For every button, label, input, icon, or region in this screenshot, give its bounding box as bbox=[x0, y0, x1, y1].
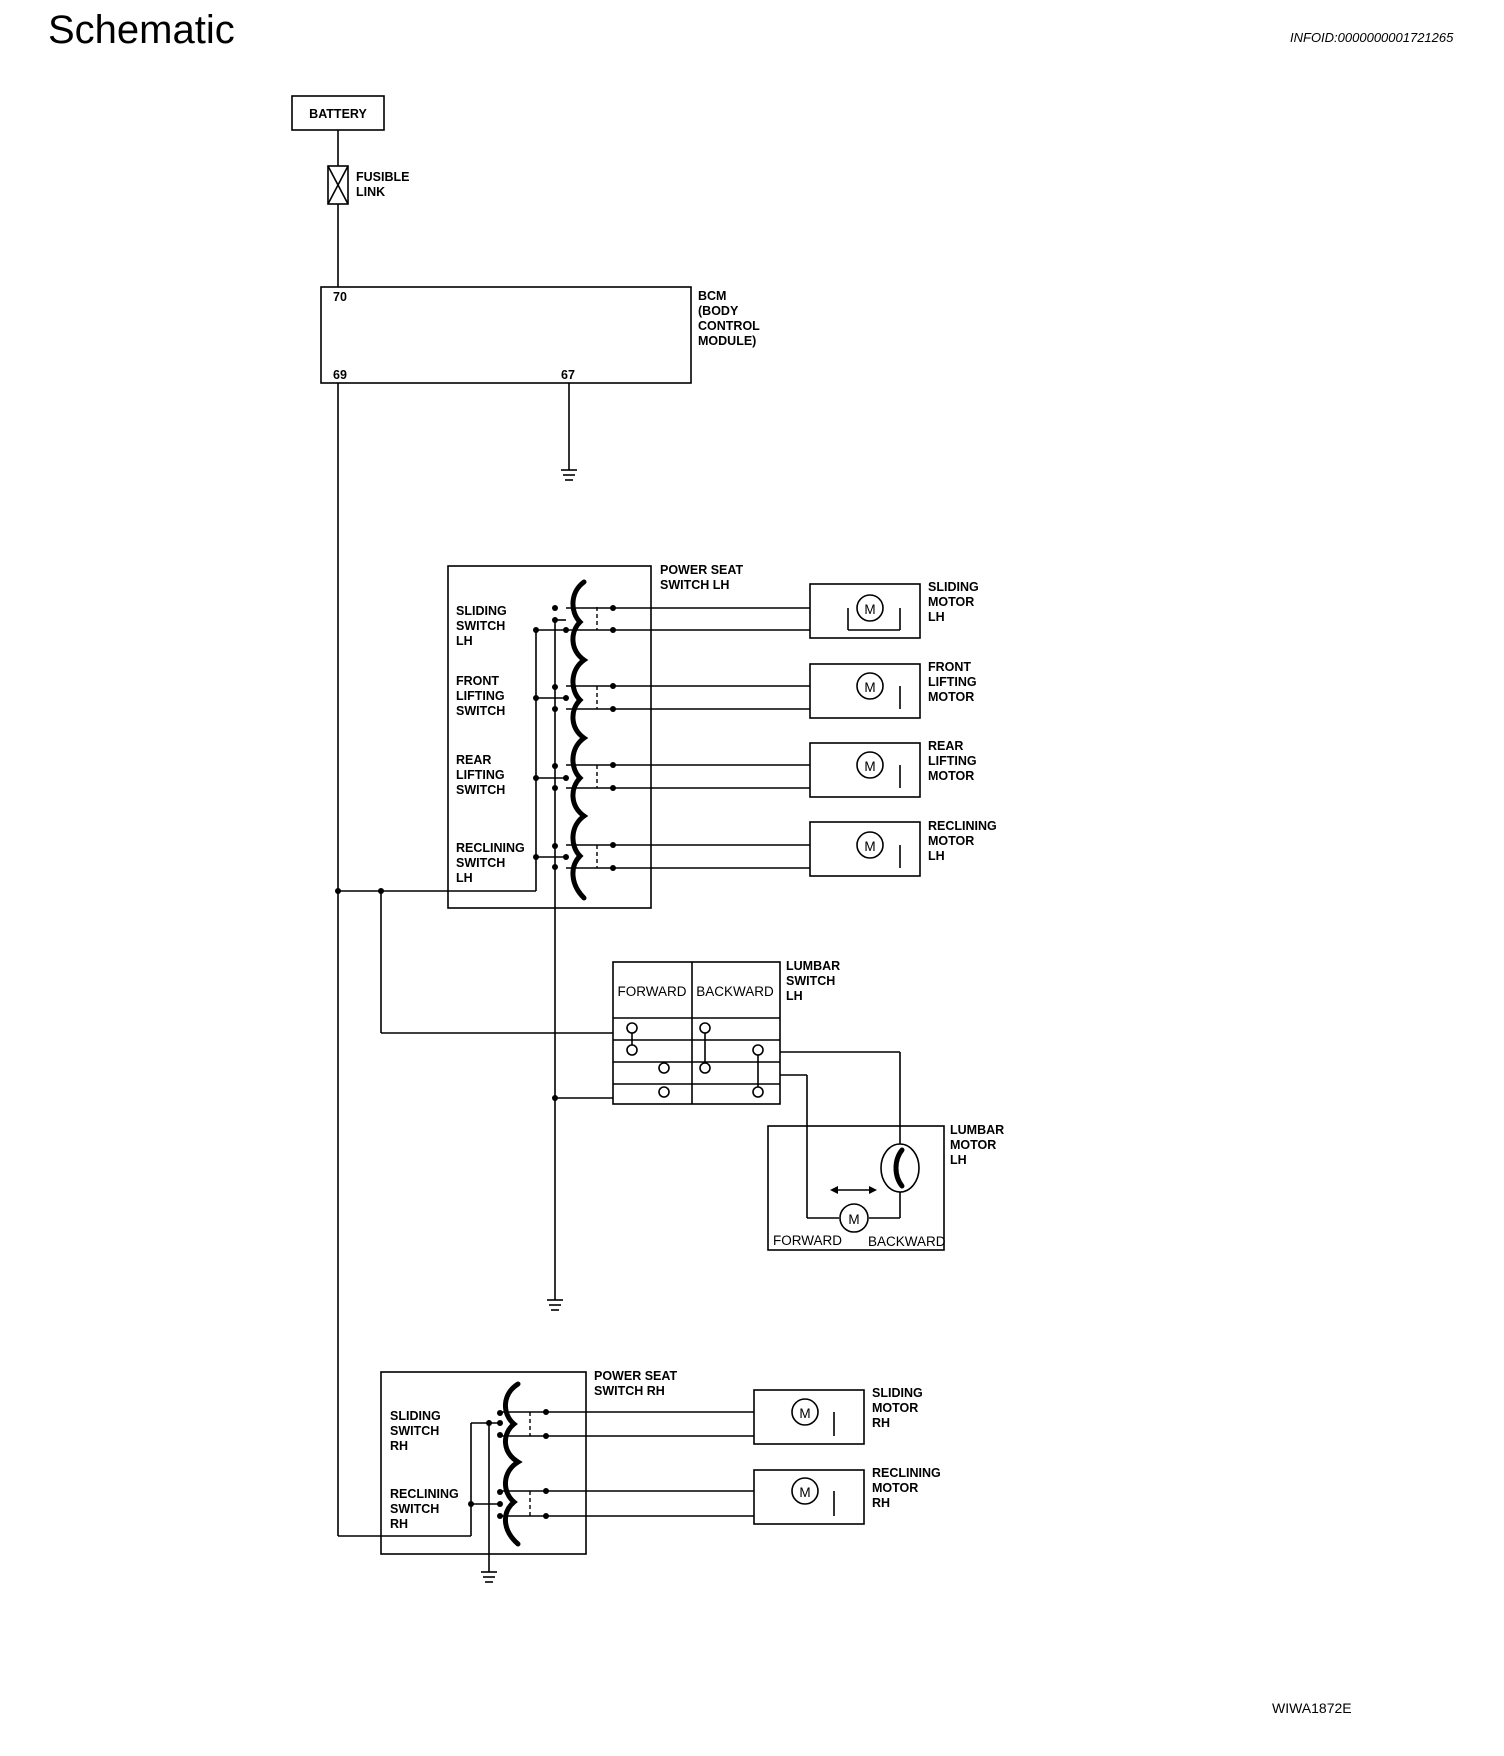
front-lifting-switch-label-3: SWITCH bbox=[456, 704, 505, 718]
reclining-switch-lh-label-1: RECLINING bbox=[456, 841, 525, 855]
sliding-motor-rh-label-1: SLIDING bbox=[872, 1386, 923, 1400]
power-seat-lh-label-1: POWER SEAT bbox=[660, 563, 743, 577]
lumbar-motor-label-1: LUMBAR bbox=[950, 1123, 1004, 1137]
lumbar-switch-forward-label: FORWARD bbox=[618, 984, 687, 999]
bcm-label-2: (BODY bbox=[698, 304, 739, 318]
front-lifting-motor-label-2: LIFTING bbox=[928, 675, 977, 689]
ground-symbol-rh bbox=[481, 1571, 497, 1583]
lumbar-switch-label-1: LUMBAR bbox=[786, 959, 840, 973]
reclining-motor-lh: M RECLINING MOTOR LH bbox=[809, 819, 997, 877]
reclining-motor-lh-label-3: LH bbox=[928, 849, 945, 863]
motor-m-symbol: M bbox=[864, 759, 875, 774]
motor-m-symbol: M bbox=[864, 602, 875, 617]
lumbar-motor-lh: LUMBAR MOTOR LH M FORWARD BACKWARD bbox=[767, 1123, 1004, 1251]
sliding-motor-rh-label-2: MOTOR bbox=[872, 1401, 918, 1415]
reclining-switch-rh-label-3: RH bbox=[390, 1517, 408, 1531]
bcm-pin-69: 69 bbox=[333, 368, 347, 382]
rear-lifting-switch-label-3: SWITCH bbox=[456, 783, 505, 797]
sliding-switch-lh-label-3: LH bbox=[456, 634, 473, 648]
sliding-switch-lh-label-1: SLIDING bbox=[456, 604, 507, 618]
sliding-motor-rh-label-3: RH bbox=[872, 1416, 890, 1430]
sliding-motor-lh-label-3: LH bbox=[928, 610, 945, 624]
front-lifting-switch-label-2: LIFTING bbox=[456, 689, 505, 703]
reclining-motor-rh-label-1: RECLINING bbox=[872, 1466, 941, 1480]
bcm-pin-67: 67 bbox=[561, 368, 575, 382]
bcm-pin-70: 70 bbox=[333, 290, 347, 304]
bcm-label-4: MODULE) bbox=[698, 334, 756, 348]
lumbar-motor-backward-label: BACKWARD bbox=[868, 1234, 946, 1249]
sliding-switch-rh-label-3: RH bbox=[390, 1439, 408, 1453]
fusible-link-label-2: LINK bbox=[356, 185, 385, 199]
sliding-switch-lh-label-2: SWITCH bbox=[456, 619, 505, 633]
lumbar-switch-lh: FORWARD BACKWARD LUMBAR SWITCH LH bbox=[552, 959, 840, 1105]
reclining-motor-rh: M RECLINING MOTOR RH bbox=[753, 1466, 941, 1525]
lumbar-motor-label-3: LH bbox=[950, 1153, 967, 1167]
lumbar-switch-label-2: SWITCH bbox=[786, 974, 835, 988]
page-title: Schematic bbox=[48, 8, 235, 52]
front-lifting-motor-label-3: MOTOR bbox=[928, 690, 974, 704]
lumbar-switch-label-3: LH bbox=[786, 989, 803, 1003]
ground-symbol-bcm bbox=[561, 469, 577, 481]
power-seat-switch-rh: POWER SEAT SWITCH RH SLIDING SWITCH RH R… bbox=[380, 1369, 754, 1572]
lumbar-motor-forward-label: FORWARD bbox=[773, 1233, 842, 1248]
motor-m-symbol: M bbox=[799, 1485, 810, 1500]
sliding-motor-rh: M SLIDING MOTOR RH bbox=[753, 1386, 923, 1445]
power-seat-switch-lh: POWER SEAT SWITCH LH SLIDING SWITCH LH F… bbox=[447, 563, 810, 1300]
sliding-motor-lh-label-1: SLIDING bbox=[928, 580, 979, 594]
sliding-switch-rh-label-2: SWITCH bbox=[390, 1424, 439, 1438]
ground-symbol-lh bbox=[547, 1299, 563, 1311]
rear-lifting-motor-label-1: REAR bbox=[928, 739, 963, 753]
battery: BATTERY bbox=[291, 95, 385, 131]
battery-label: BATTERY bbox=[309, 107, 367, 121]
bcm-label-1: BCM bbox=[698, 289, 726, 303]
rear-lifting-motor-label-2: LIFTING bbox=[928, 754, 977, 768]
rear-lifting-switch-label-1: REAR bbox=[456, 753, 491, 767]
lumbar-switch-backward-label: BACKWARD bbox=[696, 984, 774, 999]
front-lifting-motor: M FRONT LIFTING MOTOR bbox=[809, 660, 977, 719]
reclining-motor-lh-label-2: MOTOR bbox=[928, 834, 974, 848]
rear-lifting-motor: M REAR LIFTING MOTOR bbox=[809, 739, 977, 798]
lumbar-motor-m-symbol: M bbox=[848, 1212, 859, 1227]
reclining-motor-lh-label-1: RECLINING bbox=[928, 819, 997, 833]
sliding-switch-rh-label-1: SLIDING bbox=[390, 1409, 441, 1423]
fusible-link: FUSIBLE LINK bbox=[327, 165, 409, 205]
reclining-motor-rh-label-2: MOTOR bbox=[872, 1481, 918, 1495]
figure-id: WIWA1872E bbox=[1272, 1700, 1352, 1716]
motor-m-symbol: M bbox=[864, 839, 875, 854]
reclining-motor-rh-label-3: RH bbox=[872, 1496, 890, 1510]
reclining-switch-rh-label-2: SWITCH bbox=[390, 1502, 439, 1516]
lumbar-motor-label-2: MOTOR bbox=[950, 1138, 996, 1152]
fusible-link-label-1: FUSIBLE bbox=[356, 170, 409, 184]
sliding-motor-lh-label-2: MOTOR bbox=[928, 595, 974, 609]
info-id: INFOID:0000000001721265 bbox=[1290, 30, 1454, 45]
rear-lifting-motor-label-3: MOTOR bbox=[928, 769, 974, 783]
reclining-switch-rh-label-1: RECLINING bbox=[390, 1487, 459, 1501]
motor-m-symbol: M bbox=[799, 1406, 810, 1421]
motor-m-symbol: M bbox=[864, 680, 875, 695]
power-seat-rh-label-2: SWITCH RH bbox=[594, 1384, 665, 1398]
power-seat-lh-label-2: SWITCH LH bbox=[660, 578, 729, 592]
front-lifting-motor-label-1: FRONT bbox=[928, 660, 971, 674]
sliding-motor-lh: M SLIDING MOTOR LH bbox=[809, 580, 979, 639]
bcm-label-3: CONTROL bbox=[698, 319, 760, 333]
reclining-switch-lh-label-2: SWITCH bbox=[456, 856, 505, 870]
reclining-switch-lh-label-3: LH bbox=[456, 871, 473, 885]
rear-lifting-switch-label-2: LIFTING bbox=[456, 768, 505, 782]
front-lifting-switch-label-1: FRONT bbox=[456, 674, 499, 688]
bcm: 70 69 67 BCM (BODY CONTROL MODULE) bbox=[320, 286, 760, 384]
power-seat-rh-label-1: POWER SEAT bbox=[594, 1369, 677, 1383]
